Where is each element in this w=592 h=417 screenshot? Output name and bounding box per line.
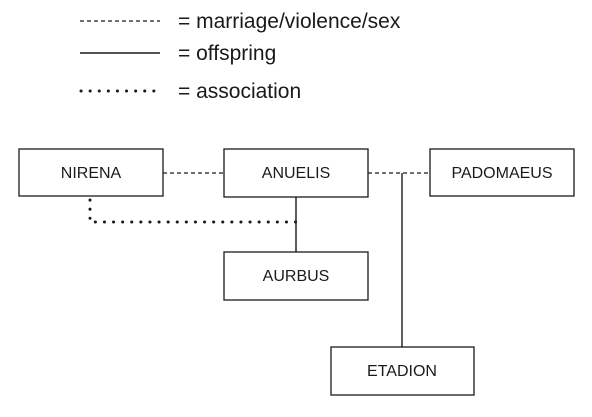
node-anuelis-label: ANUELIS (262, 165, 330, 182)
node-aurbus: AURBUS (223, 251, 369, 301)
node-padomaeus-label: PADOMAEUS (451, 165, 552, 182)
node-etadion-label: ETADION (367, 363, 437, 380)
node-etadion-box (330, 346, 475, 396)
node-nirena: NIRENA (18, 148, 164, 197)
legend: = marriage/violence/sex = offspring = as… (79, 10, 401, 103)
node-etadion: ETADION (330, 346, 475, 396)
node-padomaeus-box (429, 148, 575, 197)
legend-offspring-label: = offspring (178, 42, 276, 65)
node-anuelis: ANUELIS (223, 148, 369, 198)
edges (88, 172, 430, 347)
node-nirena-box (18, 148, 164, 197)
node-aurbus-box (223, 251, 369, 301)
node-nirena-label: NIRENA (61, 165, 122, 182)
node-aurbus-label: AURBUS (263, 268, 330, 285)
legend-association-label: = association (178, 80, 301, 103)
node-anuelis-box (223, 148, 369, 198)
node-padomaeus: PADOMAEUS (429, 148, 575, 197)
edge-nirena-aurbus-association (88, 198, 298, 224)
legend-marriage-label: = marriage/violence/sex (178, 10, 401, 33)
